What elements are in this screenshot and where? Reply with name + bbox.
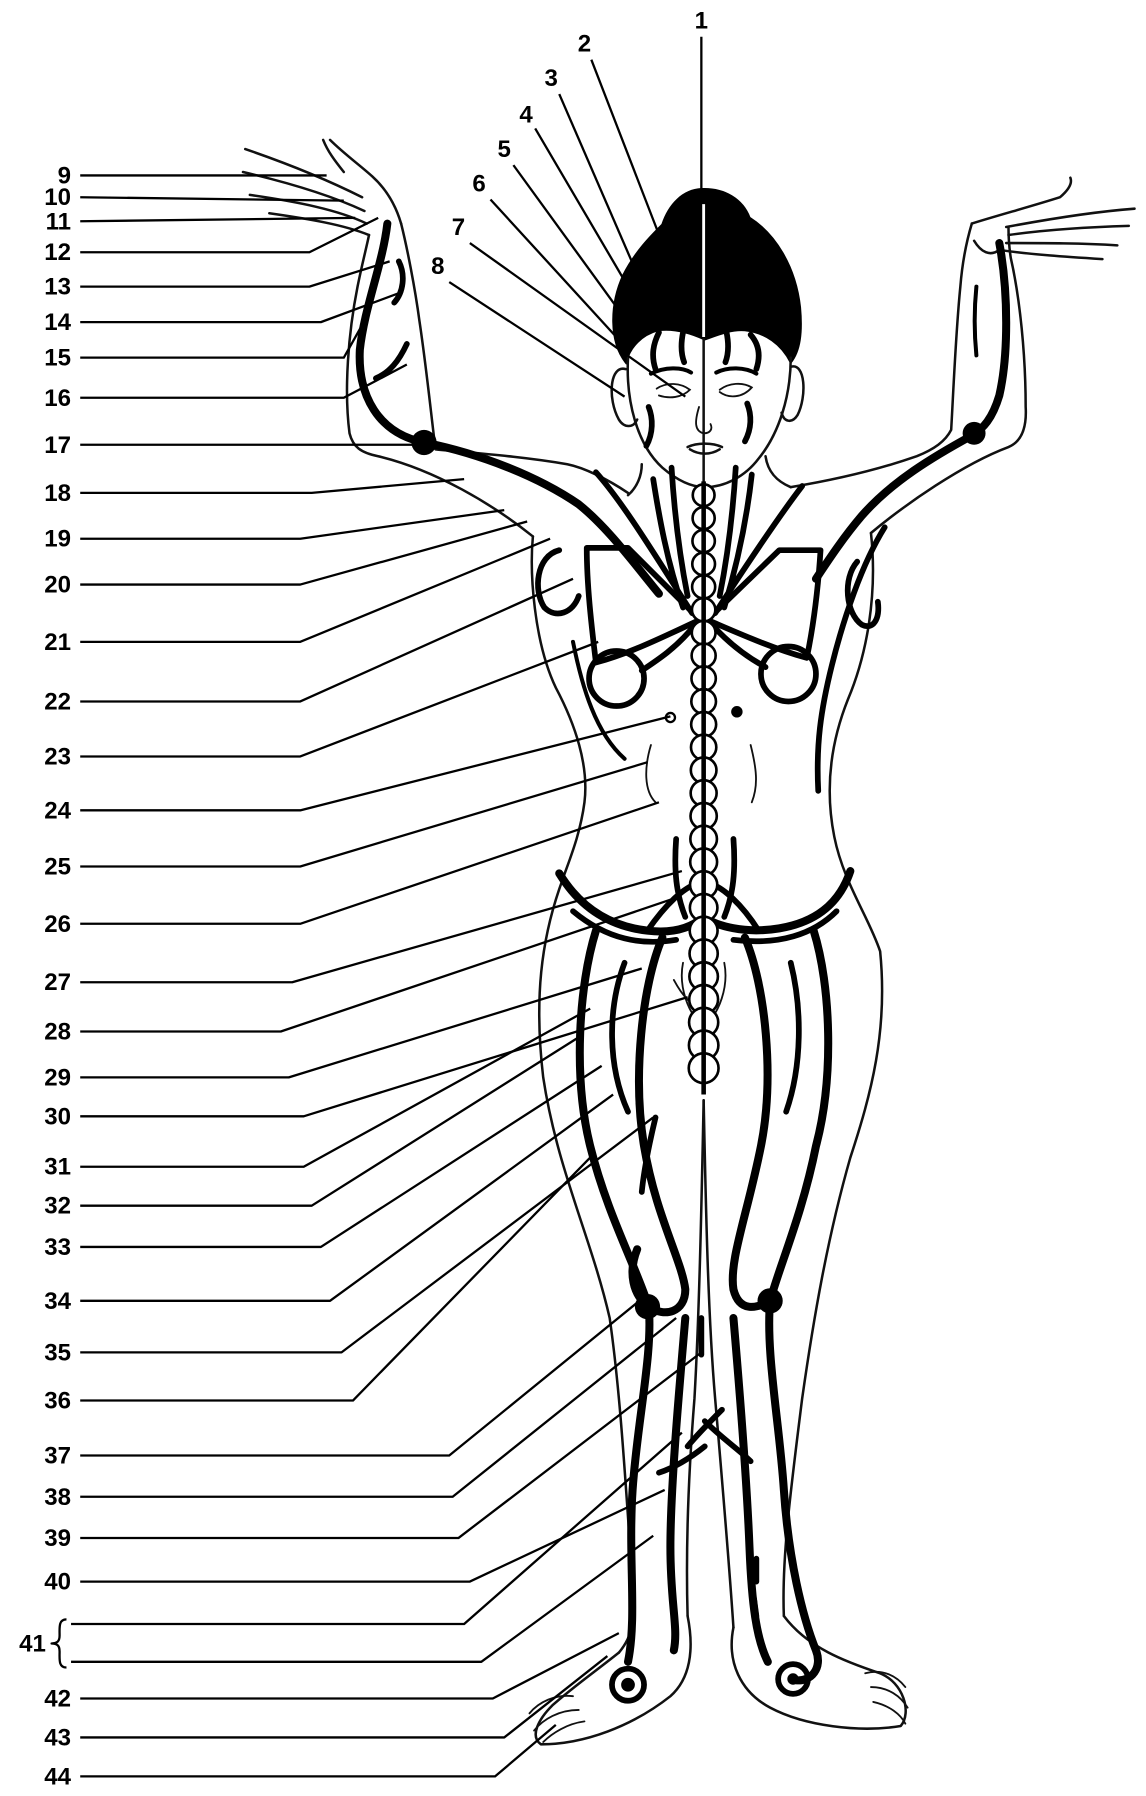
label-31: 31 [44,1154,71,1181]
leader-line-3 [559,94,633,266]
leader-line-5 [513,165,620,312]
label-7: 7 [452,214,465,241]
label-13: 13 [44,274,71,301]
right-leg-inner-channel [733,938,770,1307]
label-27: 27 [44,969,71,996]
leader-line-12 [80,218,378,252]
leader-line-23 [80,642,598,757]
label-18: 18 [44,480,71,507]
left-elbow-point [411,430,436,455]
leader-line-26 [80,802,659,923]
hair [613,189,800,362]
leader-line-19 [80,510,504,539]
leader-line-33 [80,1066,601,1247]
label-17: 17 [44,432,71,459]
left-arm-branches [376,261,407,378]
leader-line-43 [80,1656,607,1737]
label-42: 42 [44,1686,71,1713]
label-annotations: 1234567891011121314151617181920212223242… [19,8,708,1791]
chest-dot [731,706,742,717]
label-38: 38 [44,1484,71,1511]
label-14: 14 [44,309,71,336]
leader-line-39 [80,1352,701,1538]
label-29: 29 [44,1064,71,1091]
label-15: 15 [44,345,71,372]
label-19: 19 [44,526,71,553]
left-hand [243,140,401,235]
leader-line-30 [80,997,687,1116]
leader-line-41b [71,1536,653,1662]
leader-line-41a [71,1433,682,1624]
leader-line-36 [80,1158,590,1401]
leader-line-15 [80,321,364,358]
left-breast-loop [589,651,644,706]
left-shoulder-loop [538,550,579,613]
leader-line-42 [80,1633,619,1698]
label-32: 32 [44,1193,71,1220]
label-2: 2 [578,31,591,58]
leader-line-10 [80,197,344,200]
left-shin-channel [670,1318,685,1650]
label-8: 8 [431,253,444,280]
right-inner-leg-outline [704,1100,734,1627]
label-16: 16 [44,385,71,412]
leader-line-22 [80,579,573,702]
leader-line-13 [80,261,389,286]
leader-line-29 [80,968,642,1077]
label-33: 33 [44,1234,71,1261]
right-arm-branch [975,287,977,356]
left-leg-inner-channel [633,938,686,1313]
label-1: 1 [695,8,708,35]
left-knee-point [635,1294,660,1319]
label-24: 24 [44,797,71,824]
label-4: 4 [519,102,533,129]
label-37: 37 [44,1443,71,1470]
right-toes [865,1672,907,1724]
right-shin-channel [733,1318,767,1662]
label-22: 22 [44,688,71,715]
label-25: 25 [44,854,71,881]
leader-line-37 [80,1301,639,1456]
leader-line-8 [449,282,624,397]
label-34: 34 [44,1288,71,1315]
label-35: 35 [44,1339,71,1366]
right-elbow-point [963,422,986,445]
left-foot-point [621,1678,635,1692]
label-20: 20 [44,572,71,599]
label-39: 39 [44,1525,71,1552]
label-26: 26 [44,911,71,938]
label-5: 5 [498,136,511,163]
label-6: 6 [472,170,485,197]
label-12: 12 [44,239,71,266]
leader-line-18 [80,479,464,493]
label-36: 36 [44,1388,71,1415]
label-11: 11 [46,208,71,235]
label-41: 41 [19,1630,46,1657]
leader-line-44 [80,1725,556,1777]
label-10: 10 [44,184,71,211]
label-40: 40 [44,1569,71,1596]
central-channel [689,481,719,1094]
leader-line-2 [591,60,657,232]
leader-line-34 [80,1095,613,1301]
right-ear [782,366,804,420]
right-knee-point [758,1288,783,1313]
brace-41 [52,1619,67,1667]
leader-line-40 [80,1490,664,1582]
leader-line-25 [80,762,647,866]
label-23: 23 [44,743,71,770]
label-28: 28 [44,1019,71,1046]
leader-line-35 [80,1117,653,1352]
label-30: 30 [44,1103,71,1130]
right-foot-point [787,1673,798,1684]
leader-line-32 [80,1037,579,1205]
leader-line-24 [80,716,670,810]
label-21: 21 [44,629,71,656]
leader-line-21 [80,539,550,642]
label-43: 43 [44,1724,71,1751]
label-3: 3 [545,65,558,92]
label-44: 44 [44,1763,71,1790]
